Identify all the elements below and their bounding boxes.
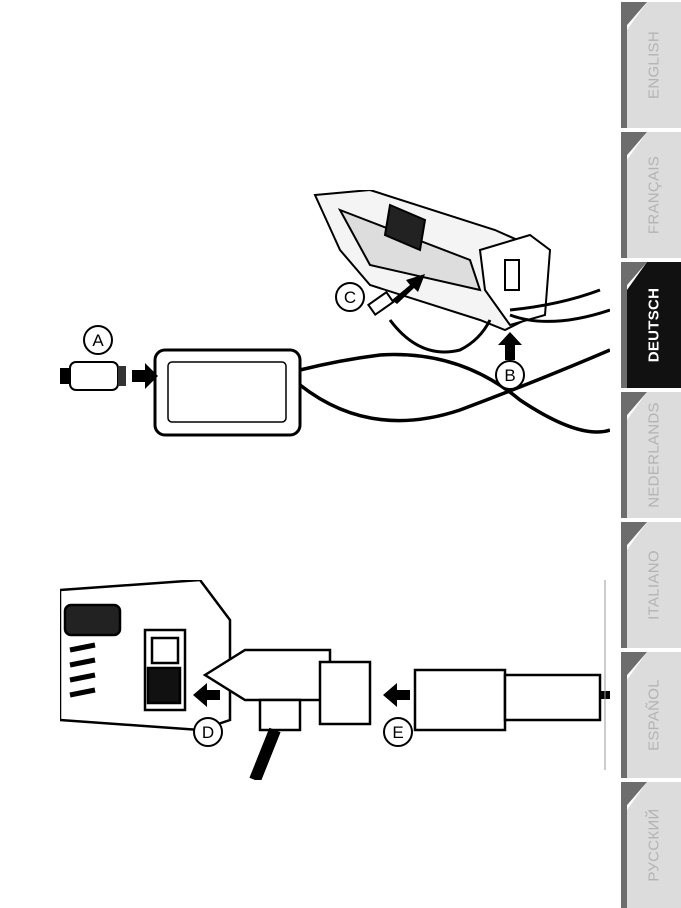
tab-francais[interactable]: FRANÇAIS <box>621 132 681 258</box>
tab-label: ENGLISH <box>645 31 663 99</box>
callout-b: B <box>495 360 525 390</box>
svg-text:A: A <box>92 331 104 350</box>
plug-a <box>60 361 126 391</box>
callout-d: D <box>193 717 223 747</box>
svg-text:B: B <box>504 366 515 385</box>
tab-label: NEDERLANDS <box>645 402 663 508</box>
tab-deutsch[interactable]: DEUTSCH <box>621 262 681 388</box>
tab-label: ITALIANO <box>645 550 663 620</box>
tab-nederlands[interactable]: NEDERLANDS <box>621 392 681 518</box>
svg-text:E: E <box>392 723 403 742</box>
arrow-icon <box>392 274 425 304</box>
arrow-icon <box>132 363 158 389</box>
wheel-base-drawing <box>313 190 552 332</box>
tab-russian[interactable]: РУССКИЙ <box>621 782 681 908</box>
tab-italiano[interactable]: ITALIANO <box>621 522 681 648</box>
tab-label: РУССКИЙ <box>645 808 663 882</box>
adapter-plug <box>202 648 372 780</box>
mains-plug <box>413 668 610 732</box>
callout-e: E <box>383 717 413 747</box>
tab-label: FRANÇAIS <box>645 155 663 235</box>
svg-text:C: C <box>344 288 356 307</box>
arrow-icon <box>193 683 220 707</box>
callout-a: A <box>83 325 113 355</box>
tab-english[interactable]: ENGLISH <box>621 2 681 128</box>
arrow-icon <box>498 332 522 360</box>
language-tabs: ENGLISH FRANÇAIS DEUTSCH NEDERLANDS ITAL… <box>621 0 681 908</box>
mains-cable-illustration: D E <box>60 580 610 780</box>
tab-label: DEUTSCH <box>645 287 663 363</box>
tab-label: ESPAÑOL <box>645 679 663 751</box>
device-rear-drawing <box>60 580 232 732</box>
arrow-icon <box>383 683 410 707</box>
callout-c: C <box>335 282 365 312</box>
power-supply-illustration: A B C <box>60 190 610 437</box>
tab-espanol[interactable]: ESPAÑOL <box>621 652 681 778</box>
svg-text:D: D <box>202 723 214 742</box>
